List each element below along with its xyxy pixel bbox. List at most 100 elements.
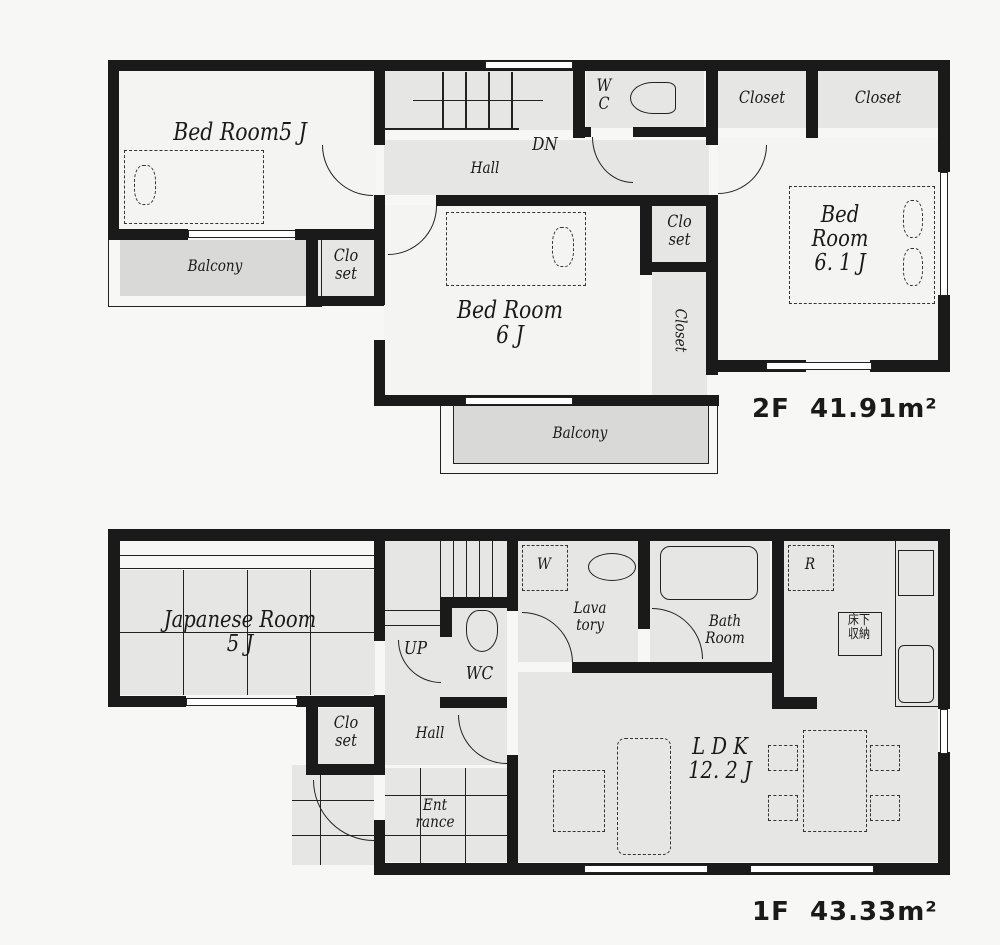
stairs-down-label: DN xyxy=(532,134,558,155)
wall xyxy=(108,229,188,240)
pillow-icon xyxy=(134,165,156,205)
stair-tread xyxy=(413,100,543,101)
wall xyxy=(806,60,818,138)
bed-icon xyxy=(446,212,586,286)
room-label-closet-top2: Closet xyxy=(854,88,902,108)
tile-line xyxy=(320,775,321,865)
wall xyxy=(306,296,384,306)
room-label-wc-2f: W C xyxy=(596,76,612,114)
wall xyxy=(436,195,708,206)
stairs-1f-floor xyxy=(385,540,507,595)
room-label-bedroom5: Bed Room5 J xyxy=(173,118,307,146)
floor-1-area-label: 1F 43.33m² xyxy=(752,897,938,927)
tatami-line xyxy=(120,568,375,569)
dining-table-icon xyxy=(803,730,867,832)
closet-vertical-floor xyxy=(652,272,707,395)
room-label-wc-1f: WC xyxy=(465,663,494,684)
wall xyxy=(374,340,385,406)
window xyxy=(766,362,872,370)
wall xyxy=(374,695,385,775)
wall xyxy=(108,529,950,541)
chair-icon xyxy=(768,795,798,821)
kitchen-sink-icon xyxy=(898,645,934,703)
pillow-icon xyxy=(552,227,574,267)
wall xyxy=(706,195,718,375)
bed-icon xyxy=(789,186,935,304)
table-icon xyxy=(553,770,605,832)
washer-label: W xyxy=(537,554,551,573)
tile-line xyxy=(420,768,421,863)
entrance-floor xyxy=(385,768,507,862)
window xyxy=(940,172,948,296)
room-label-entrance: Ent rance xyxy=(415,795,455,831)
bedroom-6-floor xyxy=(384,205,640,395)
fridge-label: R xyxy=(804,554,816,573)
wall xyxy=(938,752,950,875)
stair-tread xyxy=(453,541,454,597)
tile-line xyxy=(385,795,507,796)
window xyxy=(750,865,874,873)
kitchen-floor xyxy=(783,540,938,698)
room-label-balcony-center: Balcony xyxy=(552,423,608,442)
closet-left-floor xyxy=(318,240,374,296)
window xyxy=(940,709,948,754)
wall xyxy=(374,60,385,145)
wall xyxy=(440,597,507,608)
stair-tread xyxy=(492,541,493,597)
underfloor-storage-label: 床下 収納 xyxy=(847,613,871,642)
balcony-left-outline xyxy=(108,238,322,307)
closet-small-floor xyxy=(652,205,707,262)
room-label-bedroom6: Bed Room 6 J xyxy=(457,296,563,350)
wall xyxy=(938,60,950,172)
wall xyxy=(440,697,507,708)
toilet-icon xyxy=(630,82,676,114)
window xyxy=(188,230,296,238)
room-label-balcony-left: Balcony xyxy=(187,256,243,275)
wall xyxy=(306,764,385,775)
tatami-line xyxy=(120,632,375,633)
ldk-floor xyxy=(518,672,938,862)
sink-icon xyxy=(588,553,636,581)
wall xyxy=(306,696,318,774)
stair-tread xyxy=(466,541,467,597)
wall xyxy=(640,195,652,275)
room-label-japanese-room: Japanese Room 5 J xyxy=(163,607,317,658)
chair-icon xyxy=(870,795,900,821)
wall xyxy=(772,697,817,709)
window xyxy=(584,865,708,873)
balcony-center-outline xyxy=(440,405,718,474)
wall xyxy=(938,295,950,372)
wall xyxy=(633,127,718,137)
wall xyxy=(108,529,120,707)
stairs-up-label: UP xyxy=(403,638,428,659)
wall xyxy=(374,820,385,875)
chair-icon xyxy=(768,745,798,771)
room-label-closet-top1: Closet xyxy=(738,88,786,108)
wall xyxy=(108,696,186,707)
window xyxy=(186,698,298,706)
bed-icon xyxy=(124,150,264,224)
wall xyxy=(440,597,452,637)
wall xyxy=(870,360,950,372)
wall xyxy=(374,195,385,305)
pillow-icon xyxy=(903,248,923,286)
wall xyxy=(572,662,782,673)
balcony-left-floor xyxy=(120,240,306,296)
wall xyxy=(374,529,385,641)
stair-tread xyxy=(479,541,480,597)
room-label-ldk: L D K 12. 2 J xyxy=(688,734,752,785)
floor-2-area-label: 2F 41.91m² xyxy=(752,394,938,424)
wall xyxy=(640,262,710,272)
window xyxy=(485,61,573,69)
closet-top1-floor xyxy=(718,70,806,128)
closet-top2-floor xyxy=(818,70,938,128)
sofa-icon xyxy=(617,738,671,855)
room-label-closet-1f: Clo set xyxy=(333,713,359,751)
wall xyxy=(638,529,650,629)
stair-tread xyxy=(385,610,440,611)
toilet-icon xyxy=(466,610,498,652)
chair-icon xyxy=(870,745,900,771)
room-label-bathroom: Bath Room xyxy=(705,611,745,647)
wall xyxy=(296,696,374,707)
tile-line xyxy=(465,768,466,863)
